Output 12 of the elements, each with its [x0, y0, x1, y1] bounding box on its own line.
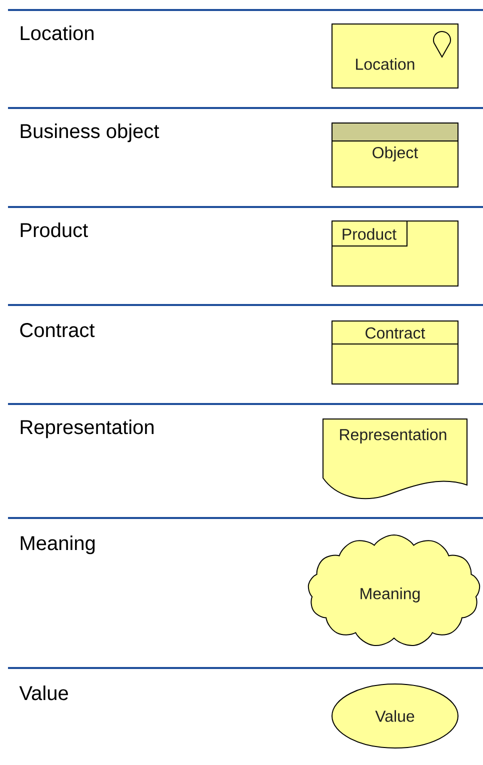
contract-box: Contract — [332, 320, 458, 384]
meaning-cloud: Meaning — [308, 534, 480, 646]
row-label: Representation — [20, 420, 154, 438]
row-label: Product — [20, 222, 88, 238]
row-label: Location — [20, 26, 94, 40]
row-label: Meaning — [20, 536, 95, 554]
product-box: Product — [332, 220, 458, 286]
business-object-box: Object — [332, 122, 458, 188]
row-label: Business object — [20, 124, 160, 142]
row-label: Value — [19, 686, 68, 700]
location-box: Location — [332, 24, 458, 88]
row-label: Contract — [20, 323, 95, 338]
